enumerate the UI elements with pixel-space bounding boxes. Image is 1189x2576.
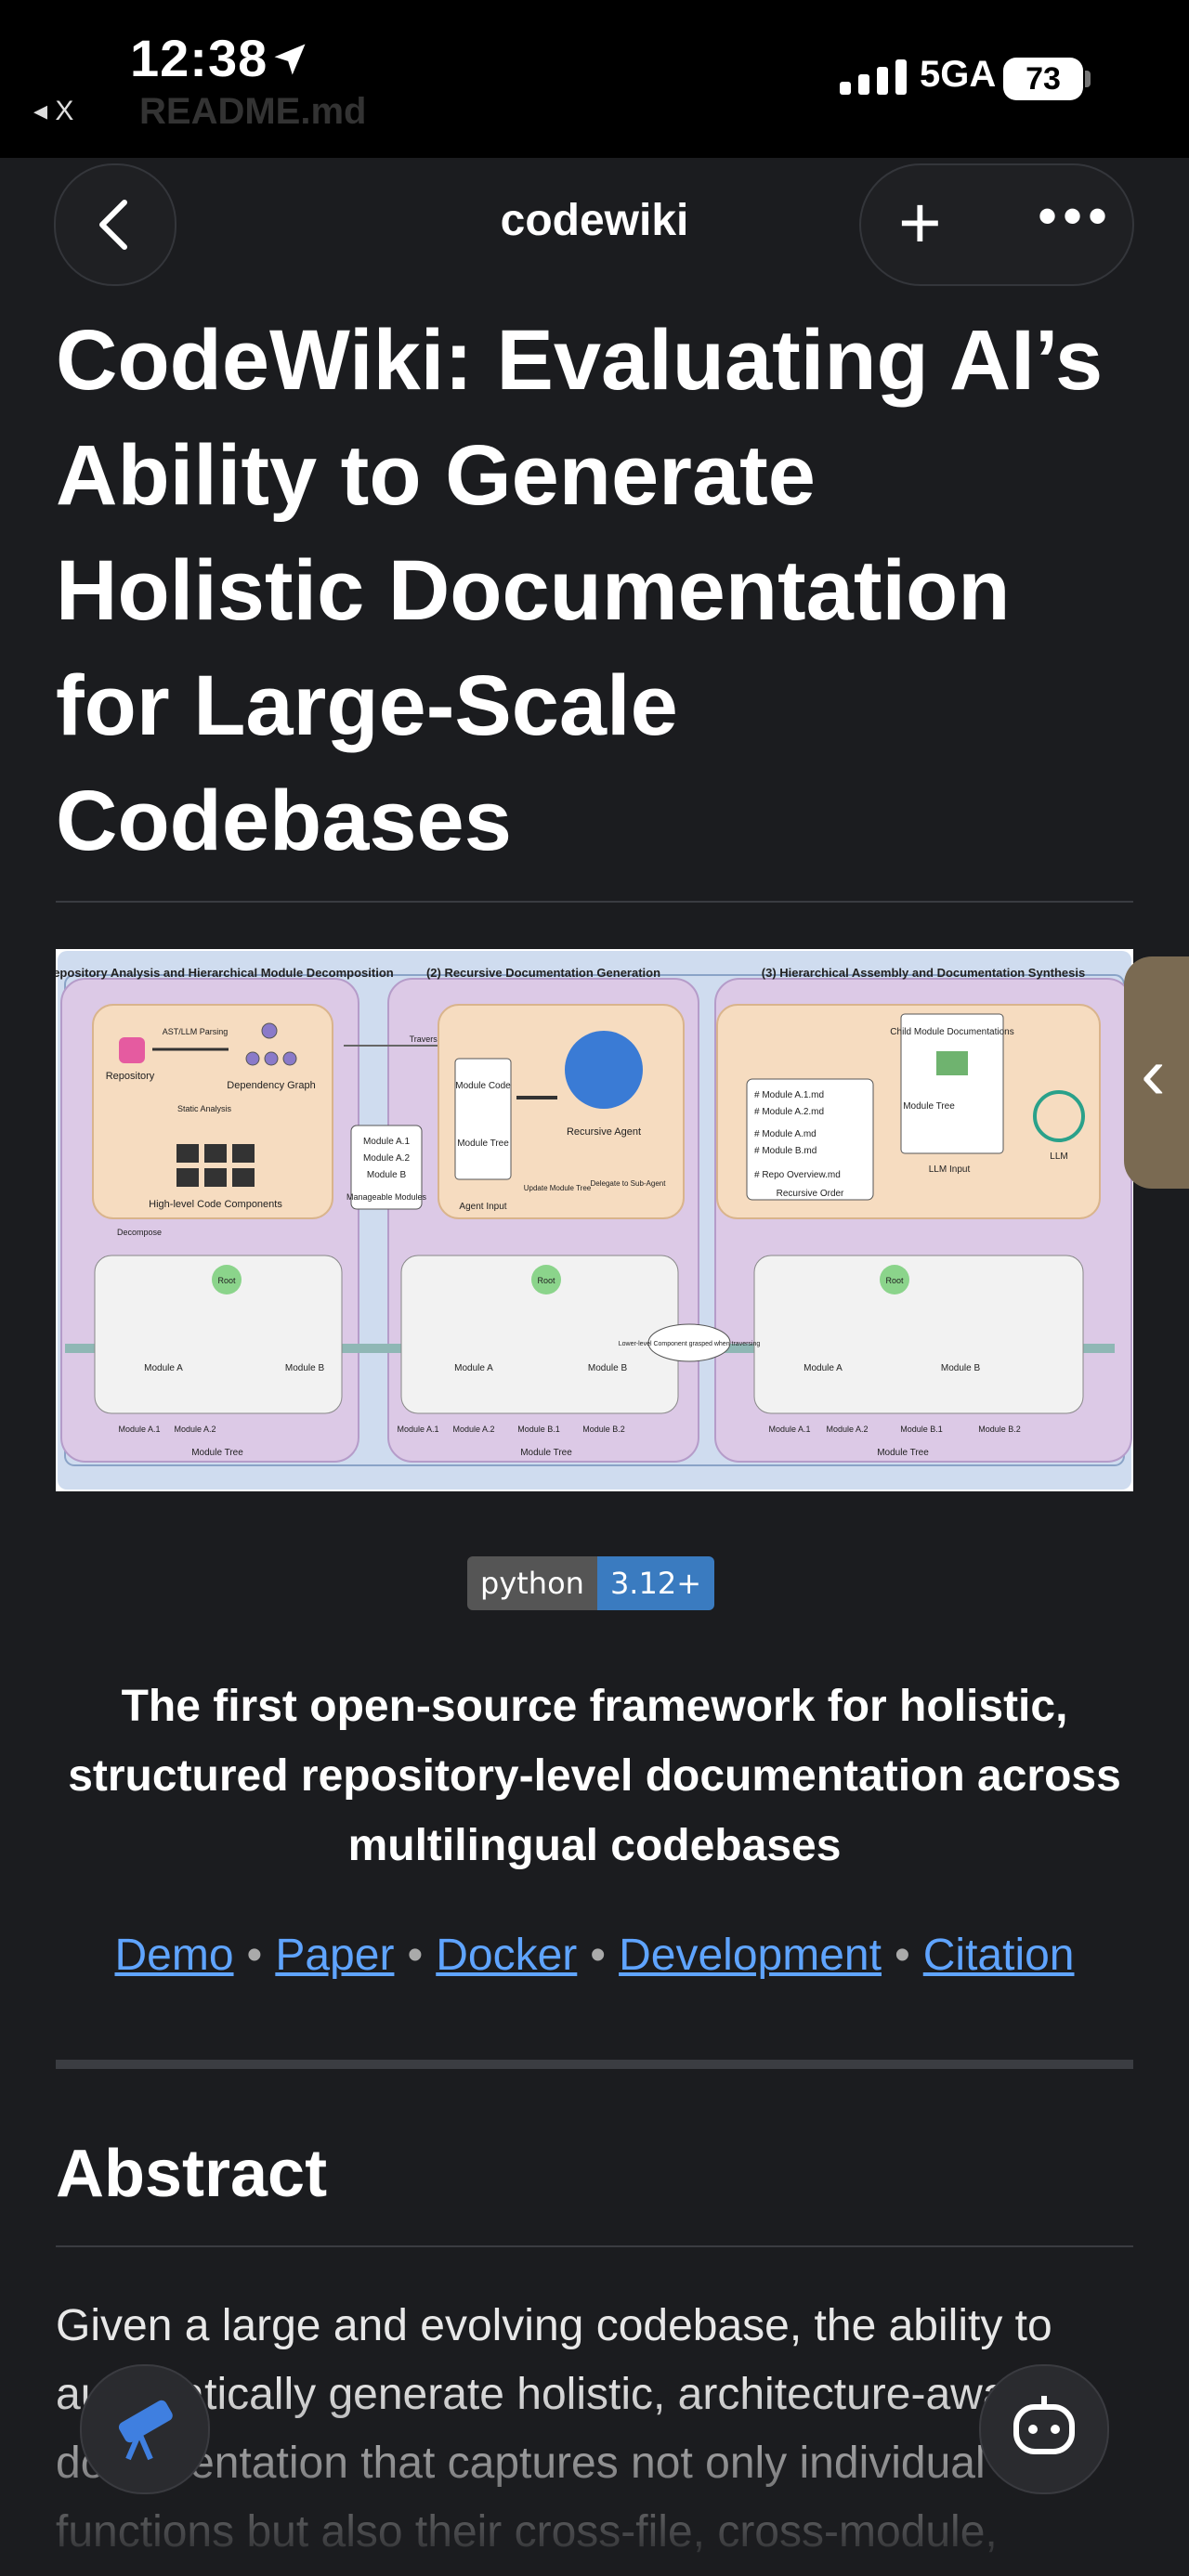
python-version-badge[interactable]: python 3.12+ xyxy=(467,1556,714,1610)
label-module-a-1: Module A xyxy=(144,1363,183,1373)
link-development[interactable]: Development xyxy=(619,1931,882,1980)
divider xyxy=(56,2245,1133,2247)
add-button[interactable]: + xyxy=(898,181,942,264)
label-llm-input: LLM Input xyxy=(929,1164,971,1175)
label-ast: AST/LLM Parsing xyxy=(163,1027,229,1036)
label-root-3: Root xyxy=(885,1276,904,1285)
label-md-b: # Module B.md xyxy=(754,1146,817,1156)
side-drawer-handle[interactable]: ‹ xyxy=(1124,956,1189,1189)
section-divider xyxy=(56,2060,1133,2069)
architecture-diagram[interactable]: (1) Repository Analysis and Hierarchical… xyxy=(56,949,1133,1491)
label-tree-1: Module Tree xyxy=(191,1448,243,1458)
label-tree-3: Module Tree xyxy=(877,1448,929,1458)
label-agent-input: Agent Input xyxy=(459,1202,506,1212)
robot-icon xyxy=(1013,2396,1075,2454)
label-md-a2: # Module A.2.md xyxy=(754,1107,824,1117)
panel2-title: (2) Recursive Documentation Generation xyxy=(426,966,660,980)
chevron-left-icon: ‹ xyxy=(1141,1032,1166,1114)
label-module-a-2: Module A xyxy=(454,1363,493,1373)
tagline: The first open-source framework for holi… xyxy=(68,1682,1121,1870)
label-decompose: Decompose xyxy=(117,1228,162,1237)
chevron-left-icon xyxy=(99,200,127,250)
label-module-code: Module Code xyxy=(455,1081,511,1091)
document-title: CodeWiki: Evaluating AI’s Ability to Gen… xyxy=(56,313,1104,868)
label-repository: Repository xyxy=(106,1071,155,1082)
panel3-title: (3) Hierarchical Assembly and Documentat… xyxy=(762,966,1085,980)
label-b1-2: Module B.1 xyxy=(517,1425,560,1434)
label-llm: LLM xyxy=(1050,1151,1067,1162)
divider xyxy=(56,901,1133,903)
label-static-analysis: Static Analysis xyxy=(177,1104,232,1113)
label-a1-3: Module A.1 xyxy=(768,1425,810,1434)
label-update: Update Module Tree xyxy=(524,1184,592,1192)
separator: • xyxy=(246,1931,263,1980)
label-module-b-2: Module B xyxy=(588,1363,628,1373)
nav-actions: + ••• xyxy=(859,163,1134,286)
page-title: codewiki xyxy=(500,196,689,245)
label-a1-2: Module A.1 xyxy=(397,1425,438,1434)
badge-value: 3.12+ xyxy=(596,1556,714,1610)
cellular-signal-icon xyxy=(840,59,907,95)
label-module-b-3: Module B xyxy=(941,1363,981,1373)
label-a2-3: Module A.2 xyxy=(826,1425,868,1434)
assistant-button[interactable] xyxy=(979,2364,1109,2494)
separator: • xyxy=(590,1931,607,1980)
network-type: 5GA xyxy=(920,54,997,95)
label-recursive-order: Recursive Order xyxy=(777,1189,844,1199)
label-a1-1: Module A.1 xyxy=(118,1425,160,1434)
separator: • xyxy=(407,1931,424,1980)
telescope-icon xyxy=(118,2400,173,2461)
label-mod-a2: Module A.2 xyxy=(363,1153,410,1164)
label-manageable: Manageable Modules xyxy=(346,1192,427,1202)
badge-label: python xyxy=(467,1556,597,1610)
battery-cap xyxy=(1085,71,1091,87)
label-root-2: Root xyxy=(537,1276,555,1285)
label-mod-a1: Module A.1 xyxy=(363,1137,410,1147)
label-md-a1: # Module A.1.md xyxy=(754,1090,824,1100)
status-bar: 12:38 README.md ◂ X 5GA 73 xyxy=(0,0,1189,158)
label-hl-components: High-level Code Components xyxy=(149,1199,282,1210)
link-citation[interactable]: Citation xyxy=(922,1931,1075,1980)
label-module-a-3: Module A xyxy=(804,1363,843,1373)
back-to-app-button[interactable]: ◂ X xyxy=(33,96,74,126)
quick-links: Demo•Paper•Docker•Development•Citation xyxy=(56,1930,1133,1981)
link-docker[interactable]: Docker xyxy=(436,1931,578,1980)
faded-app-title: README.md xyxy=(139,91,367,132)
label-module-tree: Module Tree xyxy=(457,1138,509,1149)
label-b2-2: Module B.2 xyxy=(582,1425,625,1434)
label-a2-2: Module A.2 xyxy=(452,1425,494,1434)
label-root-1: Root xyxy=(217,1276,236,1285)
label-mod-b: Module B xyxy=(367,1170,407,1180)
link-paper[interactable]: Paper xyxy=(275,1931,395,1980)
label-a2-1: Module A.2 xyxy=(174,1425,216,1434)
back-button[interactable] xyxy=(54,163,176,286)
label-recursive-agent: Recursive Agent xyxy=(567,1126,641,1138)
abstract-heading: Abstract xyxy=(56,2137,328,2211)
label-module-b-1: Module B xyxy=(285,1363,325,1373)
label-delegate: Delegate to Sub-Agent xyxy=(591,1179,667,1188)
telescope-button[interactable] xyxy=(80,2364,210,2494)
label-b1-3: Module B.1 xyxy=(900,1425,943,1434)
battery-indicator: 73 xyxy=(1003,58,1083,100)
label-module-tree-2: Module Tree xyxy=(903,1101,955,1112)
label-dependency-graph: Dependency Graph xyxy=(227,1080,315,1091)
link-demo[interactable]: Demo xyxy=(114,1931,234,1980)
label-b2-3: Module B.2 xyxy=(978,1425,1021,1434)
panel1-title: (1) Repository Analysis and Hierarchical… xyxy=(56,966,394,980)
label-repo-overview: # Repo Overview.md xyxy=(754,1170,841,1180)
separator: • xyxy=(894,1931,910,1980)
label-child-docs: Child Module Documentations xyxy=(890,1027,1013,1037)
clock: 12:38 xyxy=(130,29,268,87)
more-options-button[interactable]: ••• xyxy=(1038,185,1114,247)
label-lower-level: Lower-level Component grasped when trave… xyxy=(619,1341,761,1347)
location-arrow-icon xyxy=(274,44,306,75)
label-md-a: # Module A.md xyxy=(754,1129,817,1139)
label-tree-2: Module Tree xyxy=(520,1448,572,1458)
